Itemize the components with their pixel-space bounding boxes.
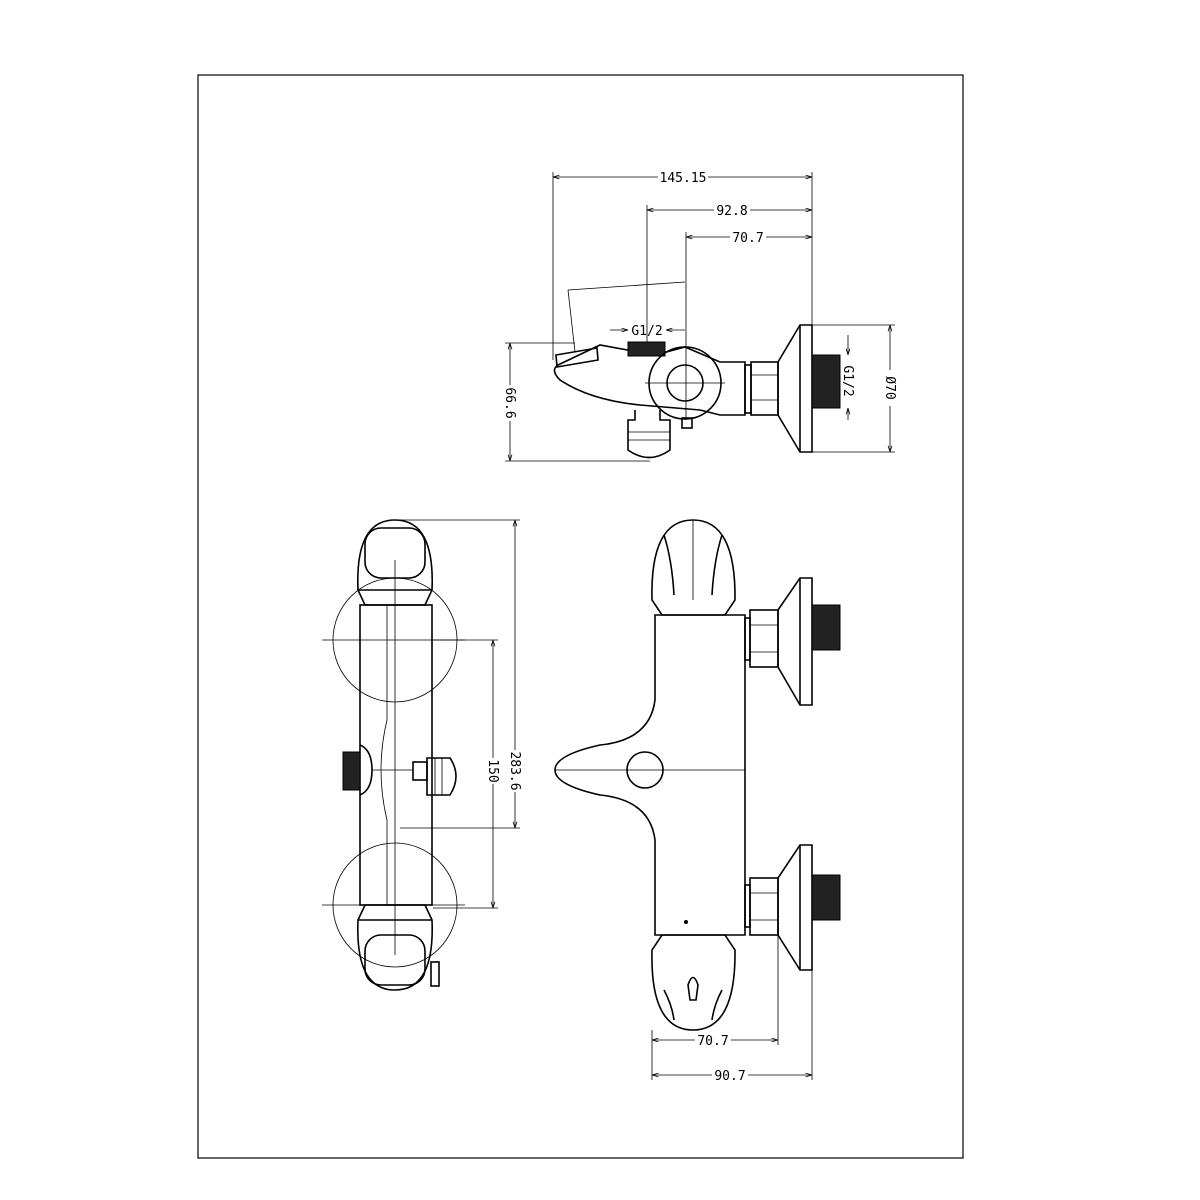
lower-inlet: [744, 844, 841, 971]
front-view: 150 283.6: [322, 519, 523, 991]
dim-overall-length: 145.15: [660, 171, 707, 186]
outlet-thread-icon: [342, 751, 361, 791]
dim-height: 66.6: [502, 387, 517, 418]
dim-axis-offset: 70.7: [732, 231, 763, 246]
end-view: 70.7 90.7: [554, 519, 841, 1084]
dim-axis-to-wall: 90.7: [714, 1069, 745, 1084]
dim-top-thread: G1/2: [631, 324, 662, 339]
dim-overall-height: 283.6: [507, 751, 522, 790]
dim-outlet-offset: 92.8: [716, 204, 747, 219]
upper-inlet: [744, 577, 841, 706]
top-thread-icon: [627, 341, 666, 357]
inlet-thread-icon: [811, 354, 841, 409]
side-view: 145.15 92.8 70.7 G1/2 G1/2 Ø70: [502, 170, 898, 462]
drawing-frame: [197, 74, 964, 1159]
dim-plate-diameter: Ø70: [882, 376, 897, 399]
dim-inlet-thread: G1/2: [840, 365, 855, 396]
dim-inlet-spacing: 150: [485, 759, 500, 782]
dim-axis-to-nut: 70.7: [697, 1034, 728, 1049]
